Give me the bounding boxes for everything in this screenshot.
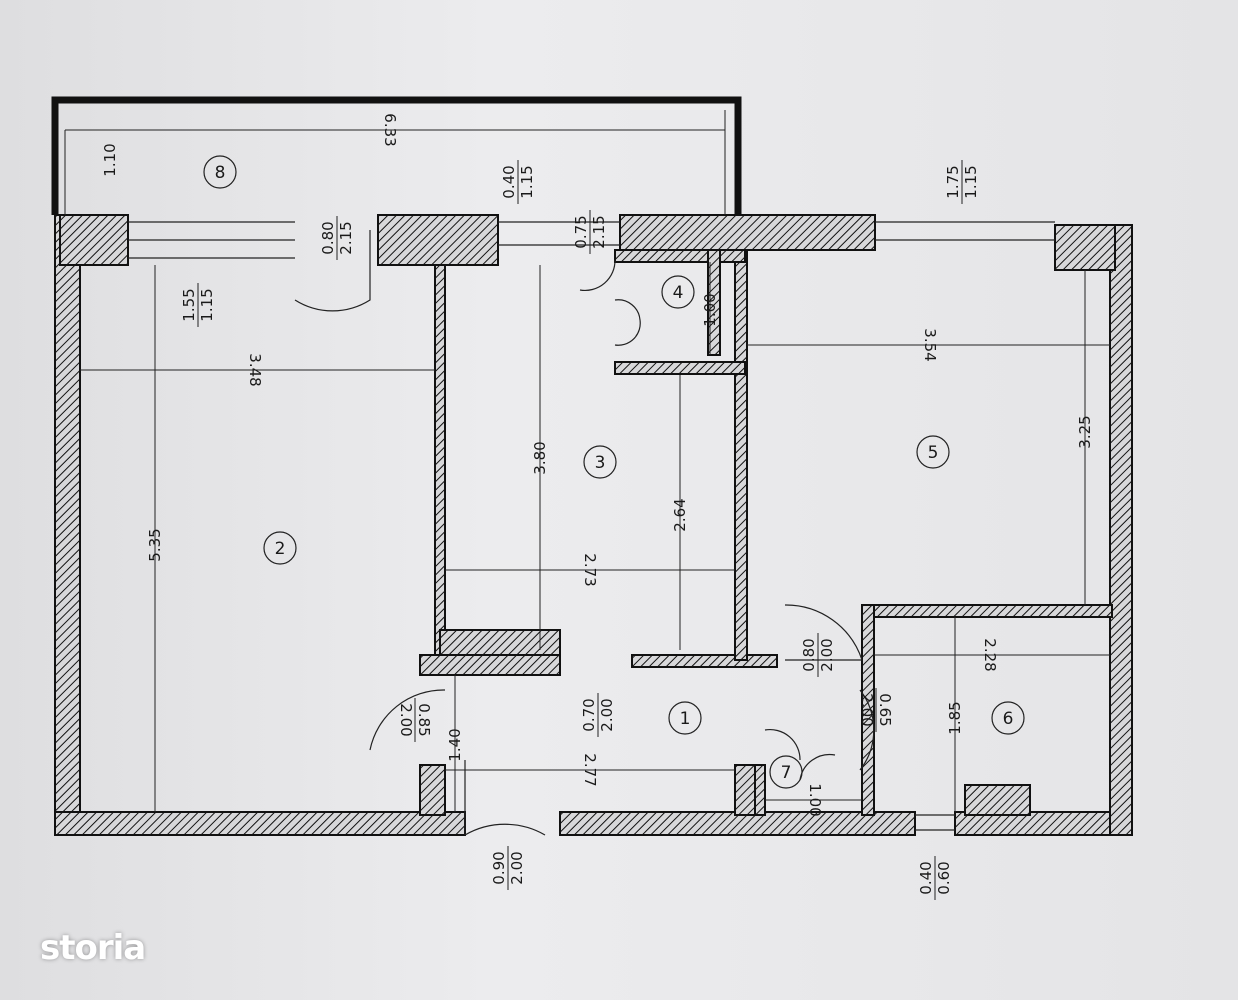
svg-text:2.15: 2.15 [590,215,608,248]
svg-text:2.28: 2.28 [981,638,999,671]
storia-logo: storia [40,928,146,968]
svg-text:1.15: 1.15 [518,165,536,198]
svg-text:5: 5 [928,443,939,463]
svg-text:5.35: 5.35 [146,528,164,561]
svg-text:3.80: 3.80 [531,441,549,474]
svg-text:1.15: 1.15 [198,288,216,321]
room-1: 1 [668,701,702,735]
svg-text:3: 3 [595,453,606,473]
svg-text:6: 6 [1003,709,1014,729]
svg-text:2.64: 2.64 [671,498,689,531]
svg-text:7: 7 [781,763,792,783]
svg-text:1: 1 [680,709,691,729]
svg-text:1.75: 1.75 [944,165,962,198]
svg-text:0.60: 0.60 [935,861,953,894]
svg-text:4: 4 [673,283,684,303]
svg-text:1.55: 1.55 [180,288,198,321]
svg-text:1.00: 1.00 [806,783,824,816]
svg-text:2: 2 [275,539,286,559]
svg-text:3.25: 3.25 [1076,415,1094,448]
room-7: 7 [769,755,803,789]
svg-text:6.33: 6.33 [381,113,399,146]
svg-text:0.40: 0.40 [917,861,935,894]
room-4: 4 [661,275,695,309]
svg-text:0.70: 0.70 [580,698,598,731]
outer-walls [54,214,1133,836]
svg-text:1.85: 1.85 [946,701,964,734]
svg-text:0.40: 0.40 [500,165,518,198]
svg-text:1.15: 1.15 [962,165,980,198]
svg-text:2.00: 2.00 [508,851,526,884]
svg-text:2.00: 2.00 [598,698,616,731]
svg-text:2.77: 2.77 [581,753,599,786]
room-3: 3 [583,445,617,479]
opening-label: 0.852.00 [397,698,433,742]
dimension-labels: 6.33 1.10 3.48 5.35 3.80 2.64 2.73 1.00 … [101,113,1094,816]
svg-text:8: 8 [215,163,226,183]
svg-text:0.65: 0.65 [876,693,894,726]
svg-text:1.00: 1.00 [701,293,719,326]
svg-text:0.80: 0.80 [800,638,818,671]
svg-text:2.15: 2.15 [337,221,355,254]
svg-text:1.40: 1.40 [446,728,464,761]
balcony-outline [51,96,742,215]
svg-text:2.00: 2.00 [858,693,876,726]
svg-text:0.85: 0.85 [415,703,433,736]
room-6: 6 [991,701,1025,735]
room-2: 2 [263,531,297,565]
svg-text:3.48: 3.48 [246,353,264,386]
svg-text:2.00: 2.00 [397,703,415,736]
svg-text:0.75: 0.75 [572,215,590,248]
door-swings [294,230,875,836]
windows [128,221,1055,831]
svg-text:1.10: 1.10 [101,143,119,176]
dimension-lines [64,110,1110,812]
svg-text:3.54: 3.54 [921,328,939,361]
opening-label: 0.652.00 [858,688,894,732]
svg-text:0.90: 0.90 [490,851,508,884]
room-labels: 8 2 3 4 5 1 6 7 [203,155,1025,789]
svg-text:2.73: 2.73 [581,553,599,586]
room-8: 8 [203,155,237,189]
svg-text:2.00: 2.00 [818,638,836,671]
svg-text:0.80: 0.80 [319,221,337,254]
room-5: 5 [916,435,950,469]
